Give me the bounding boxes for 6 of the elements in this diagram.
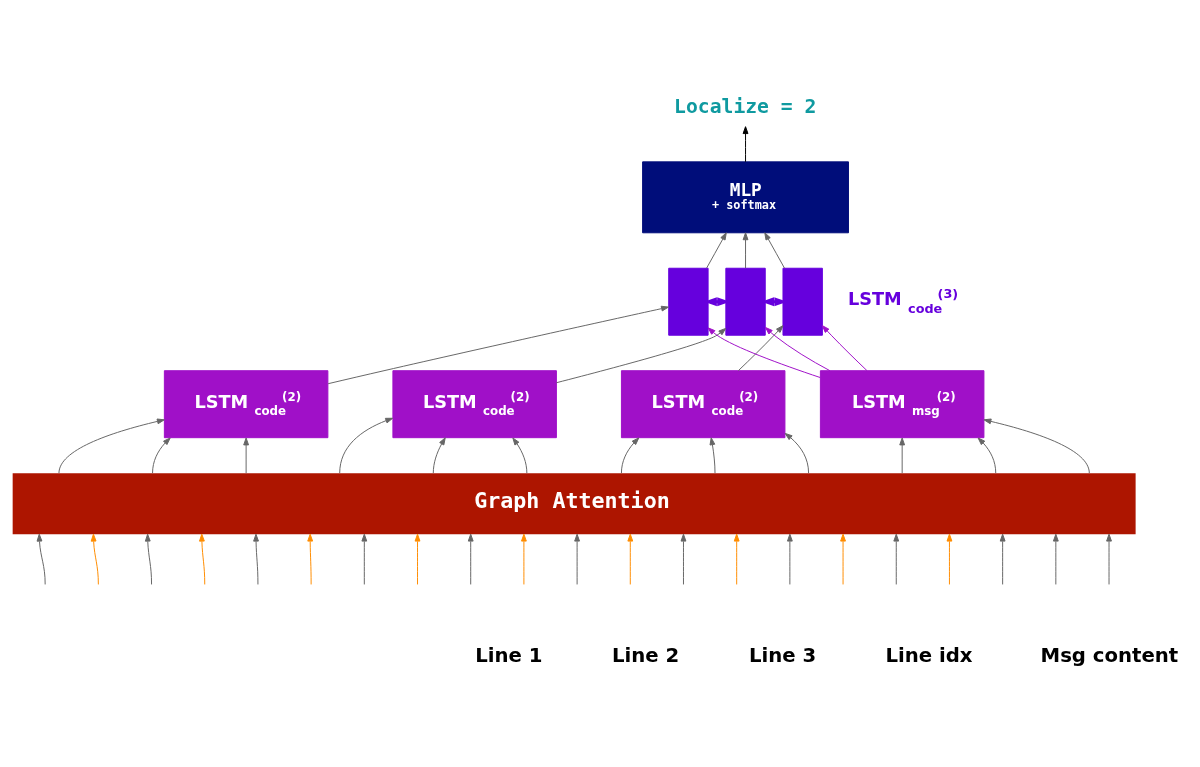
- label: Line 3: [748, 644, 817, 668]
- label: Msg content: [1040, 644, 1179, 668]
- label: Line idx: [885, 644, 973, 668]
- node-text: Localize = 2: [674, 94, 817, 118]
- label: Line 2: [612, 644, 680, 668]
- label: Line 1: [475, 644, 543, 668]
